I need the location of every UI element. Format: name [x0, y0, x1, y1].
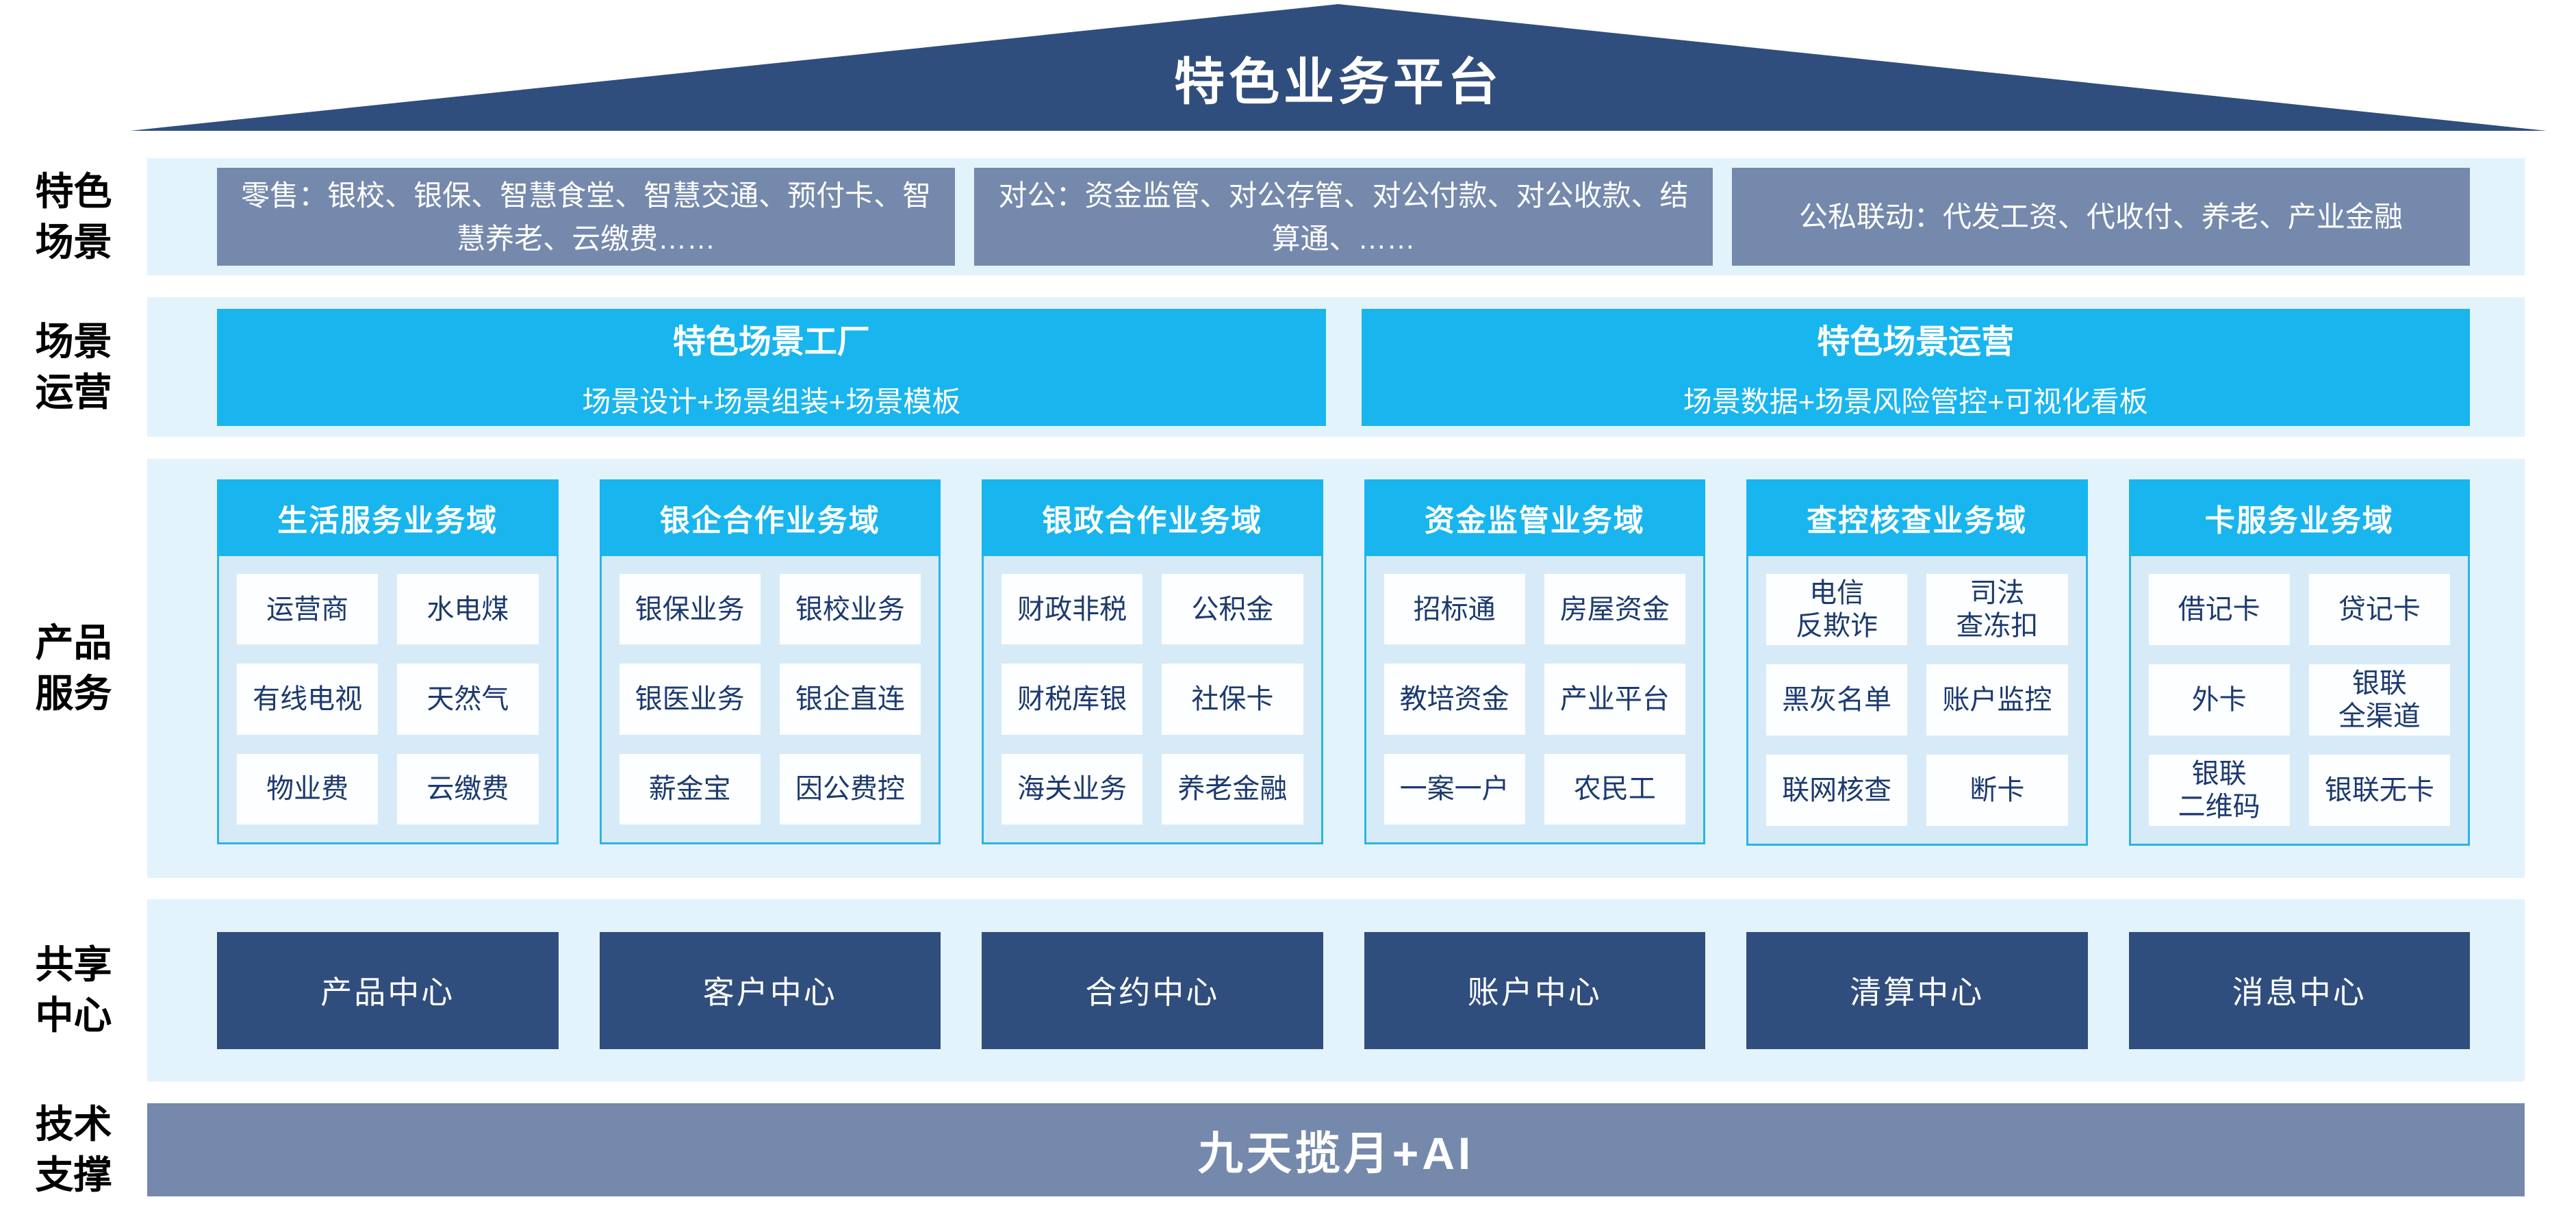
- product-cell: 一案一户: [1383, 753, 1525, 825]
- product-cell: 银联 全渠道: [2308, 664, 2450, 736]
- operation-box-scene-operation: 特色场景运营 场景数据+场景风险管控+可视化看板: [1361, 308, 2470, 426]
- product-cell: 产业平台: [1544, 664, 1685, 735]
- product-cell: 养老金融: [1162, 753, 1303, 825]
- product-cell: 财政非税: [1002, 574, 1143, 645]
- product-cell: 财税库银: [1002, 664, 1143, 735]
- product-cell: 海关业务: [1002, 753, 1143, 825]
- center-box-account: 账户中心: [1364, 931, 1705, 1049]
- product-cell: 借记卡: [2148, 574, 2290, 645]
- scene-box-retail: 零售：银校、银保、智慧食堂、智慧交通、预付卡、智慧养老、云缴费……: [217, 168, 956, 266]
- product-cell: 外卡: [2148, 664, 2290, 736]
- product-cell: 账户监控: [1926, 664, 2068, 736]
- platform-title: 特色业务平台: [1174, 53, 1503, 110]
- column-header: 资金监管业务域: [1364, 479, 1705, 556]
- product-column-bank-government: 银政合作业务域 财政非税 公积金 财税库银 社保卡 海关业务 养老金融: [982, 479, 1323, 844]
- product-cell: 司法 查冻扣: [1926, 574, 2068, 645]
- product-cell: 物业费: [237, 753, 379, 825]
- product-cell: 联网核查: [1766, 755, 1908, 826]
- product-band: 生活服务业务域 运营商 水电煤 有线电视 天然气 物业费 云缴费 银企合作业务域…: [147, 459, 2525, 878]
- product-cell: 银医业务: [619, 664, 761, 735]
- product-cell: 农民工: [1544, 753, 1685, 825]
- scene-box-corporate: 对公：资金监管、对公存管、对公付款、对公收款、结算通、……: [974, 168, 1713, 266]
- product-cell: 房屋资金: [1544, 574, 1685, 645]
- center-box-contract: 合约中心: [982, 931, 1323, 1049]
- product-column-card-service: 卡服务业务域 借记卡 贷记卡 外卡 银联 全渠道 银联 二维码 银联无卡: [2128, 479, 2470, 846]
- column-header: 银企合作业务域: [599, 479, 941, 556]
- product-cell: 运营商: [237, 574, 379, 645]
- operation-band: 特色场景工厂 场景设计+场景组装+场景模板 特色场景运营 场景数据+场景风险管控…: [147, 297, 2525, 437]
- product-cell: 银校业务: [779, 574, 921, 645]
- platform-roof: 特色业务平台: [130, 4, 2547, 131]
- center-box-clearing: 清算中心: [1746, 931, 2088, 1049]
- row-label-operation: 场景 运营: [35, 320, 112, 414]
- product-cell: 招标通: [1383, 574, 1525, 645]
- product-cell: 公积金: [1162, 574, 1303, 645]
- tech-support-bar: 九天揽月+AI: [147, 1103, 2525, 1196]
- center-box-customer: 客户中心: [599, 931, 941, 1049]
- column-body: 银保业务 银校业务 银医业务 银企直连 薪金宝 因公费控: [599, 556, 941, 844]
- product-column-life-service: 生活服务业务域 运营商 水电煤 有线电视 天然气 物业费 云缴费: [217, 479, 559, 844]
- operation-box-subtitle: 场景数据+场景风险管控+可视化看板: [1683, 385, 2148, 418]
- operation-box-title: 特色场景运营: [1817, 323, 2015, 360]
- product-column-bank-enterprise: 银企合作业务域 银保业务 银校业务 银医业务 银企直连 薪金宝 因公费控: [599, 479, 941, 844]
- product-cell: 薪金宝: [619, 753, 761, 825]
- product-column-inquiry-control: 查控核查业务域 电信 反欺诈 司法 查冻扣 黑灰名单 账户监控 联网核查 断卡: [1746, 479, 2088, 846]
- column-header: 查控核查业务域: [1746, 479, 2088, 556]
- scene-band: 零售：银校、银保、智慧食堂、智慧交通、预付卡、智慧养老、云缴费…… 对公：资金监…: [147, 158, 2525, 275]
- product-cell: 水电煤: [397, 574, 539, 645]
- product-cell: 贷记卡: [2308, 574, 2450, 645]
- product-cell: 社保卡: [1162, 664, 1303, 735]
- product-cell: 教培资金: [1383, 664, 1525, 735]
- column-body: 借记卡 贷记卡 外卡 银联 全渠道 银联 二维码 银联无卡: [2128, 556, 2470, 846]
- product-cell: 银联无卡: [2308, 755, 2450, 826]
- row-label-shared: 共享 中心: [35, 943, 112, 1037]
- product-cell: 黑灰名单: [1766, 664, 1908, 736]
- product-cell: 云缴费: [397, 753, 539, 825]
- center-box-product: 产品中心: [217, 931, 559, 1049]
- column-header: 生活服务业务域: [217, 479, 559, 556]
- scene-box-public-private: 公私联动：代发工资、代收付、养老、产业金融: [1731, 168, 2470, 266]
- column-header: 银政合作业务域: [982, 479, 1323, 556]
- row-label-tech: 技术 支撑: [35, 1103, 112, 1196]
- product-cell: 有线电视: [237, 664, 379, 735]
- column-body: 招标通 房屋资金 教培资金 产业平台 一案一户 农民工: [1364, 556, 1705, 844]
- product-cell: 电信 反欺诈: [1766, 574, 1908, 645]
- tech-support-text: 九天揽月+AI: [1197, 1128, 1475, 1179]
- column-body: 财政非税 公积金 财税库银 社保卡 海关业务 养老金融: [982, 556, 1323, 844]
- row-label-scenes: 特色 场景: [35, 169, 112, 264]
- operation-box-subtitle: 场景设计+场景组装+场景模板: [582, 385, 961, 418]
- product-cell: 银联 二维码: [2148, 755, 2290, 826]
- row-label-products: 产品 服务: [35, 621, 112, 715]
- column-body: 电信 反欺诈 司法 查冻扣 黑灰名单 账户监控 联网核查 断卡: [1746, 556, 2088, 846]
- center-box-message: 消息中心: [2128, 931, 2470, 1049]
- operation-box-title: 特色场景工厂: [672, 323, 870, 360]
- column-header: 卡服务业务域: [2128, 479, 2470, 556]
- product-cell: 银保业务: [619, 574, 761, 645]
- product-cell: 因公费控: [779, 753, 921, 825]
- product-column-fund-supervision: 资金监管业务域 招标通 房屋资金 教培资金 产业平台 一案一户 农民工: [1364, 479, 1705, 844]
- column-body: 运营商 水电煤 有线电视 天然气 物业费 云缴费: [217, 556, 559, 844]
- shared-center-band: 产品中心 客户中心 合约中心 账户中心 清算中心 消息中心: [147, 899, 2525, 1081]
- operation-box-scene-factory: 特色场景工厂 场景设计+场景组装+场景模板: [217, 308, 1326, 426]
- product-cell: 断卡: [1926, 755, 2068, 826]
- product-cell: 天然气: [397, 664, 539, 735]
- product-cell: 银企直连: [779, 664, 921, 735]
